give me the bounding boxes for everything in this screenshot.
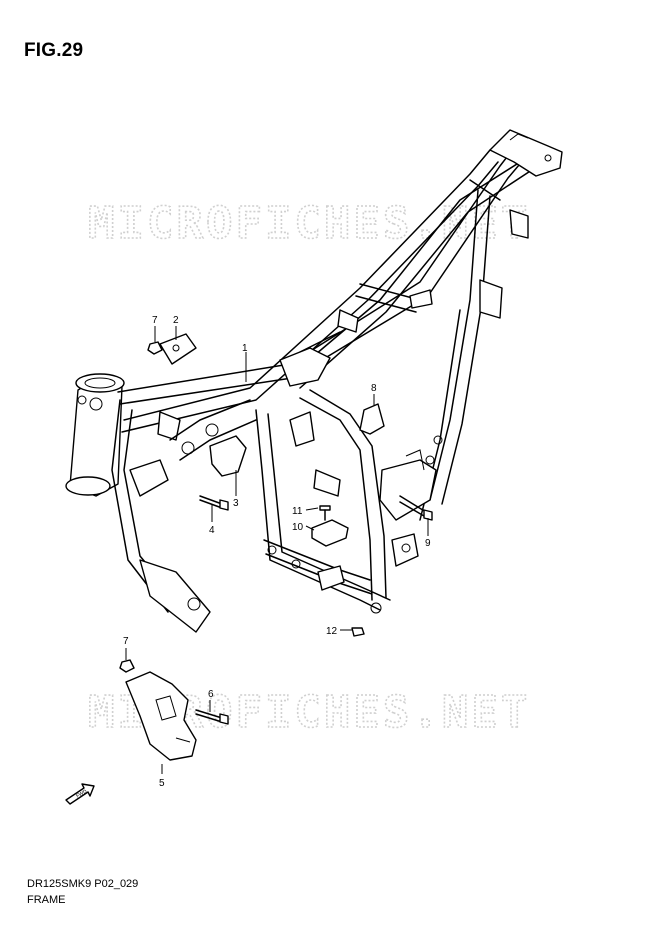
part-5-bracket	[125, 671, 197, 761]
part-12-nut	[351, 627, 365, 637]
part-4-bolt	[199, 495, 229, 511]
fwd-arrow-icon: FWD	[65, 783, 95, 805]
part-9-bolt	[399, 495, 433, 521]
callout-9: 9	[425, 538, 431, 549]
part-3-plate	[209, 435, 247, 477]
callout-4: 4	[209, 525, 215, 536]
callout-1: 1	[242, 343, 248, 354]
part-6-bolt	[195, 709, 229, 725]
figure-code: DR125SMK9 P02_029	[27, 878, 139, 890]
figure-name: FRAME	[27, 894, 66, 906]
part-11-screw	[319, 505, 331, 521]
figure-title: FIG.29	[24, 40, 84, 61]
main-frame	[65, 129, 563, 633]
callout-12: 12	[326, 626, 338, 637]
callout-7-top: 7	[152, 315, 158, 326]
callout-10: 10	[292, 522, 304, 533]
part-10-cushion	[311, 519, 349, 547]
callout-11: 11	[292, 506, 303, 517]
watermark-top: MICROFICHES.NET	[88, 198, 530, 249]
callout-3: 3	[233, 498, 239, 509]
part-8-clamp	[359, 403, 385, 435]
callout-7-lower: 7	[123, 636, 129, 647]
part-7-nut-lower	[119, 659, 135, 673]
callout-8: 8	[371, 383, 377, 394]
callout-2: 2	[173, 315, 179, 326]
fwd-label: FWD	[75, 788, 88, 799]
part-2-bracket	[159, 333, 197, 365]
callout-6: 6	[208, 689, 214, 700]
part-7-nut-top	[147, 341, 163, 355]
callout-5: 5	[159, 778, 165, 789]
leader-lines	[125, 326, 429, 774]
